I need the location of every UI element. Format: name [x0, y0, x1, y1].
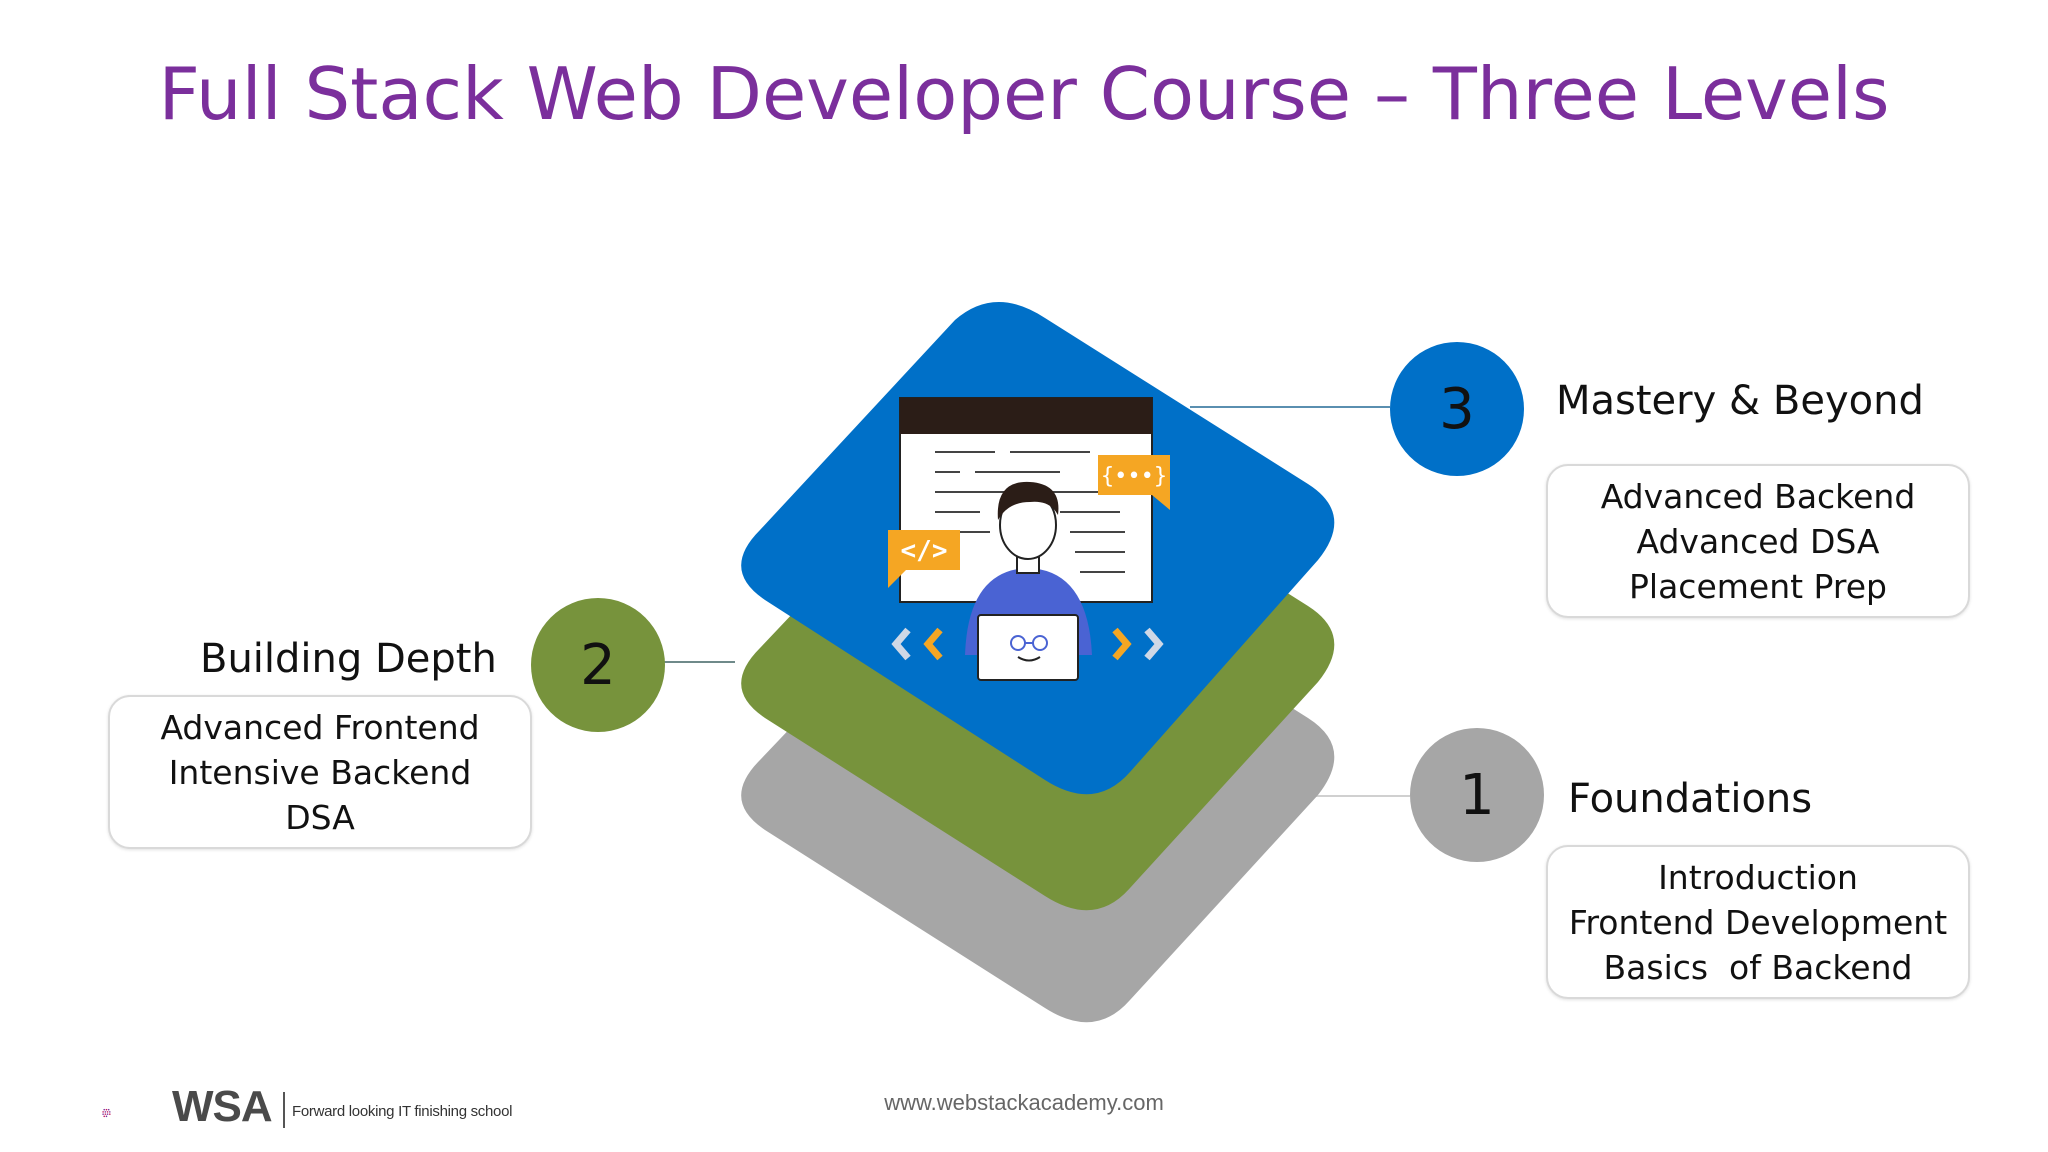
level-2-title: Building Depth	[200, 636, 497, 682]
level-1-topic: Frontend Development	[1568, 902, 1948, 942]
level-1-topic: Basics of Backend	[1603, 947, 1913, 987]
level-2-topic: Advanced Frontend	[160, 707, 480, 747]
level-3-topics-box: Advanced Backend Advanced DSA Placement …	[1546, 464, 1970, 618]
logo-wordmark: WSA	[172, 1082, 273, 1131]
laptop-icon	[977, 614, 1079, 681]
curly-braces-text: {•••}	[1101, 464, 1167, 489]
level-2-topic: DSA	[285, 797, 355, 837]
chevron-left-icon	[891, 627, 943, 661]
level-3-circle: 3	[1390, 342, 1524, 476]
level-3-topic: Advanced Backend	[1600, 476, 1916, 516]
level-3-title: Mastery & Beyond	[1556, 378, 1924, 424]
level-2-topic: Intensive Backend	[168, 752, 472, 792]
level-3-number: 3	[1439, 376, 1475, 442]
level-1-number: 1	[1459, 762, 1495, 828]
page-title: Full Stack Web Developer Course – Three …	[158, 52, 1890, 136]
footer-url: www.webstackacademy.com	[884, 1090, 1164, 1115]
level-1-circle: 1	[1410, 728, 1544, 862]
level-3-topic: Advanced DSA	[1636, 521, 1880, 561]
level-1-topic: Introduction	[1658, 857, 1858, 897]
logo-divider	[283, 1092, 285, 1128]
logo-tagline: Forward looking IT finishing school	[292, 1103, 513, 1120]
level-1-topics-box: Introduction Frontend Development Basics…	[1546, 845, 1970, 999]
wsa-logo-icon	[102, 1108, 111, 1118]
level-1-title: Foundations	[1568, 776, 1813, 822]
level-2-topics-box: Advanced Frontend Intensive Backend DSA	[108, 695, 532, 849]
curly-braces-icon	[1098, 455, 1170, 510]
chevron-right-icon	[1112, 627, 1164, 661]
code-tag-icon	[888, 530, 960, 588]
level-2-number: 2	[580, 632, 616, 698]
code-tag-text: </>	[901, 536, 948, 566]
level-2-circle: 2	[531, 598, 665, 732]
level-3-topic: Placement Prep	[1629, 566, 1887, 606]
